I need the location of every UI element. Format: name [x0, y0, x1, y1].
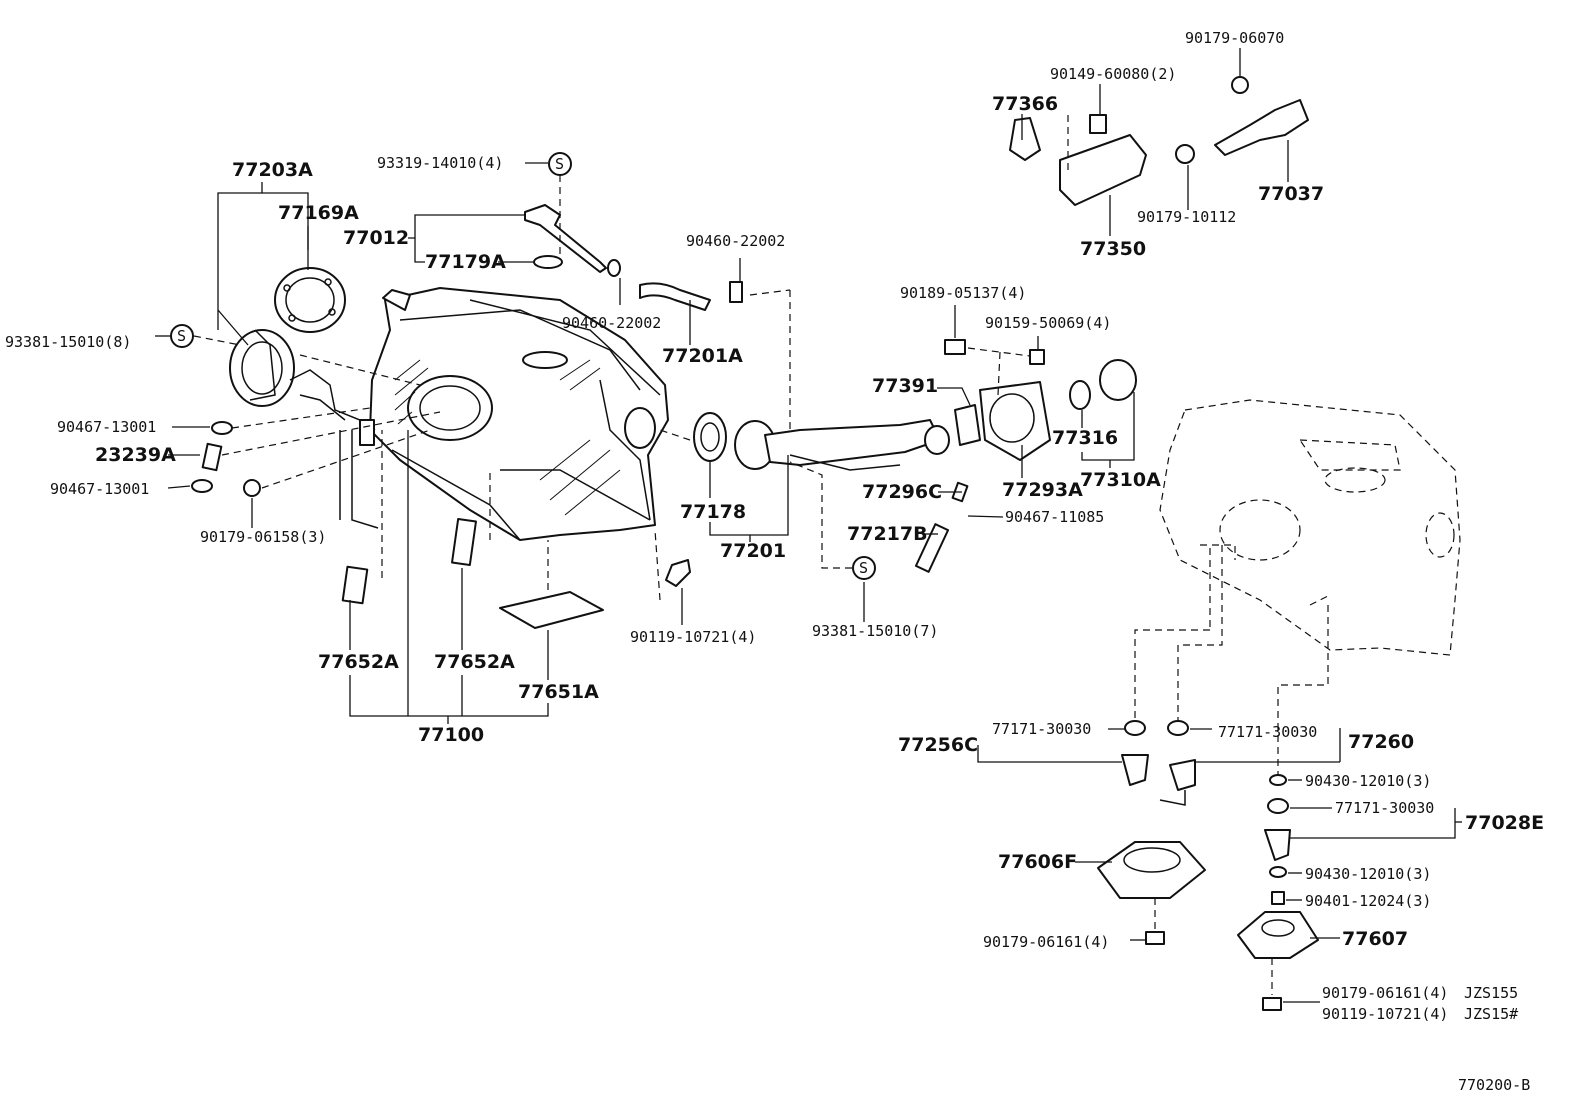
label-note-jzs155: JZS155 [1464, 984, 1518, 1002]
label-77037: 77037 [1258, 183, 1324, 205]
label-77201A: 77201A [662, 345, 743, 367]
label-77201: 77201 [720, 540, 786, 562]
label-77012: 77012 [343, 227, 409, 249]
label-77391: 77391 [872, 375, 938, 397]
label-77296C: 77296C [862, 481, 942, 503]
label-90179-06070: 90179-06070 [1185, 29, 1284, 47]
fuel-tank-drawing [369, 287, 669, 541]
label-93381-right: 93381-15010(7) [812, 622, 938, 640]
label-77652A-right: 77652A [434, 651, 515, 673]
label-23239A: 23239A [95, 444, 176, 466]
label-90430-b: 90430-12010(3) [1305, 865, 1431, 883]
diagram-code: 770200-B [1458, 1076, 1530, 1094]
label-77171-b: 77171-30030 [1218, 723, 1317, 741]
label-note-jzs15x: JZS15# [1464, 1005, 1518, 1023]
label-77316: 77316 [1052, 427, 1118, 449]
label-77179A: 77179A [425, 251, 506, 273]
label-77350: 77350 [1080, 238, 1146, 260]
label-90460-bottom: 90460-22002 [562, 314, 661, 332]
label-90401: 90401-12024(3) [1305, 892, 1431, 910]
label-77100: 77100 [418, 724, 484, 746]
s-symbol: S [555, 155, 564, 173]
part-labels: 77203A 77169A 93319-14010(4) 77012 77179… [5, 29, 1544, 1094]
label-77217B: 77217B [847, 523, 928, 545]
tank-hatching [394, 359, 621, 516]
label-90460-top: 90460-22002 [686, 232, 785, 250]
label-90467-upper: 90467-13001 [57, 418, 156, 436]
label-90119-left: 90119-10721(4) [630, 628, 756, 646]
fuel-pump-assembly-drawing [229, 329, 379, 529]
mount-parts-drawing [1097, 720, 1319, 1011]
leader-lines [155, 48, 1462, 1003]
gasket-ring-drawing [274, 267, 346, 333]
label-93381-left: 93381-15010(8) [5, 333, 131, 351]
filler-neck-drawing [914, 339, 1137, 573]
label-77651A: 77651A [518, 681, 599, 703]
label-77169A: 77169A [278, 202, 359, 224]
label-90467-11085: 90467-11085 [1005, 508, 1104, 526]
label-77178: 77178 [680, 501, 746, 523]
label-90430-a: 90430-12010(3) [1305, 772, 1431, 790]
label-90179-10112: 90179-10112 [1137, 208, 1236, 226]
label-90159: 90159-50069(4) [985, 314, 1111, 332]
filler-pipe-drawing [693, 412, 950, 471]
label-77171-c: 77171-30030 [1335, 799, 1434, 817]
s-symbol: S [177, 327, 186, 345]
label-77652A-left: 77652A [318, 651, 399, 673]
label-77203A: 77203A [232, 159, 313, 181]
label-90149: 90149-60080(2) [1050, 65, 1176, 83]
label-90467-lower: 90467-13001 [50, 480, 149, 498]
label-77256C: 77256C [898, 734, 978, 756]
label-77366: 77366 [992, 93, 1058, 115]
tank-outline-right [1159, 399, 1461, 656]
label-90179-06161-b: 90179-06161(4) [1322, 984, 1448, 1002]
label-77171-a: 77171-30030 [992, 720, 1091, 738]
label-93319: 93319-14010(4) [377, 154, 503, 172]
label-77293A: 77293A [1002, 479, 1083, 501]
label-77310A: 77310A [1080, 469, 1161, 491]
fuel-lid-drawing [1009, 76, 1309, 206]
vent-tube-drawing [170, 152, 743, 348]
label-90119-right: 90119-10721(4) [1322, 1005, 1448, 1023]
label-90179-06161-a: 90179-06161(4) [983, 933, 1109, 951]
label-77260: 77260 [1348, 731, 1414, 753]
label-77606F: 77606F [998, 851, 1077, 873]
s-symbols: S S S [177, 155, 876, 580]
label-90179-06158: 90179-06158(3) [200, 528, 326, 546]
label-90189: 90189-05137(4) [900, 284, 1026, 302]
s-symbol: S [859, 559, 868, 577]
label-77607: 77607 [1342, 928, 1408, 950]
small-parts-drawing [191, 421, 691, 629]
label-77028E: 77028E [1465, 812, 1544, 834]
